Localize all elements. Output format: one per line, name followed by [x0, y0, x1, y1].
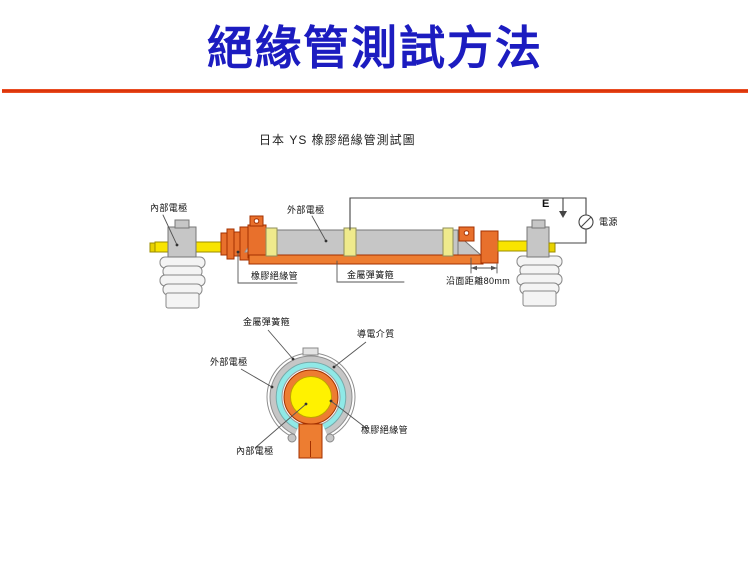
label-power-source: 電源: [599, 217, 618, 227]
main-diagram: [149, 197, 594, 309]
left-insulator: [149, 219, 224, 309]
label-creepage-distance: 沿面距離80mm: [446, 276, 511, 286]
label-earth: E: [542, 198, 550, 210]
cross-section-leader-lines: [240, 329, 367, 449]
test-circuit-wire: [349, 197, 594, 244]
right-insulator: [497, 219, 563, 307]
label-outer-electrode: 外部電極: [287, 205, 325, 215]
diagram-caption: 日本 YS 橡膠絕緣管測試圖: [259, 133, 416, 147]
accent-rule: [2, 89, 748, 93]
ring-end-left: [287, 433, 297, 443]
spring-clip-tab: [302, 347, 319, 356]
slide-title: 絕緣管測試方法: [207, 23, 543, 74]
tube-slit-stem: [298, 423, 323, 459]
inner-electrode-core: [290, 376, 332, 418]
label-metal-spring-band: 金屬彈簧箍: [347, 270, 395, 280]
cs-label-inner-electrode: 內部電極: [236, 446, 274, 456]
main-leader-lines: [162, 214, 405, 284]
cs-label-conductive-medium: 導電介質: [357, 329, 395, 339]
cs-label-rubber-tube: 橡膠絕緣管: [361, 425, 409, 435]
label-rubber-tube: 橡膠絕緣管: [251, 271, 299, 281]
cs-label-outer-electrode: 外部電極: [210, 357, 248, 367]
left-fitting: [220, 215, 267, 261]
tube-assembly: [248, 226, 499, 265]
ring-end-right: [325, 433, 335, 443]
cs-label-metal-spring-band: 金屬彈簧箍: [243, 317, 291, 327]
label-inner-electrode: 內部電極: [150, 203, 188, 213]
earth-arrow-icon: [559, 211, 567, 218]
creepage-dimension: [470, 257, 498, 274]
cross-section-diagram: [240, 329, 367, 459]
